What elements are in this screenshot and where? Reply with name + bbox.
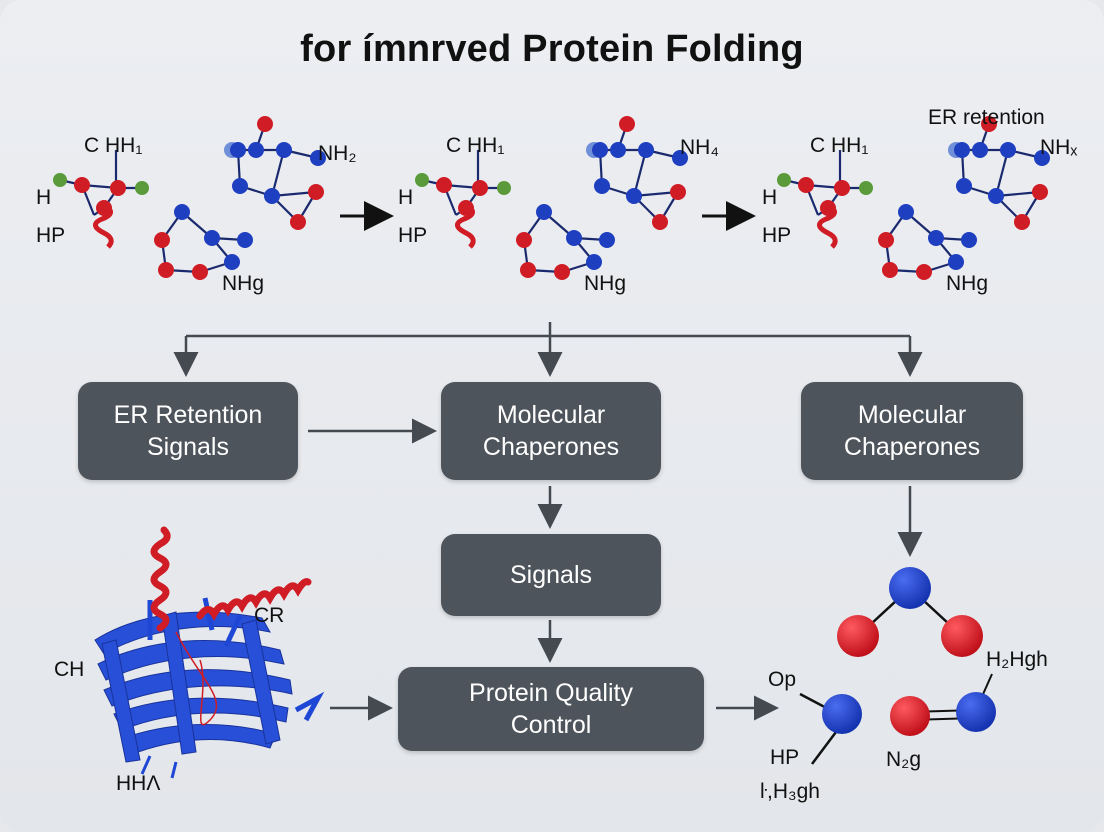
molecule-1-bottom-label: NHg (222, 272, 265, 295)
molecule-2-hp-label: HP (398, 224, 428, 247)
protein-structure-illustration (94, 526, 325, 779)
er-retention-annotation: ER retention (928, 106, 1045, 129)
n2g-label: N₂g (886, 748, 921, 771)
protein-hha-label: HHΛ (116, 772, 161, 795)
protein-ch-label: CH (54, 658, 85, 681)
molecular-chaperones-center-box: Molecular Chaperones (441, 382, 661, 480)
molecule-2-bottom-label: NHg (584, 272, 627, 295)
op-label: Op (768, 668, 797, 691)
diagram-title: for ímnrved Protein Folding (300, 28, 804, 70)
protein-quality-control-box: Protein Quality Control (398, 667, 704, 751)
molecule-1-h-label: H (36, 186, 52, 209)
molecule-group-1 (53, 116, 326, 280)
hp-label: HP (770, 746, 800, 769)
molecule-3-nh-label: NHₓ (1040, 136, 1078, 159)
molecule-3-h-label: H (762, 186, 778, 209)
protein-cr-label: CR (254, 604, 285, 627)
signals-box: Signals (441, 534, 661, 616)
molecule-3-top-label: C HH₁ (810, 134, 869, 157)
molecule-1-nh-label: NH₂ (318, 142, 357, 165)
triatomic-molecule-illustration (837, 567, 983, 657)
molecule-group-2 (415, 116, 688, 280)
molecule-3-bottom-label: NHg (946, 272, 989, 295)
molecule-1-hp-label: HP (36, 224, 66, 247)
h3gh-label: ŀ,H₃gh (760, 780, 820, 803)
molecule-group-3 (777, 116, 1050, 280)
distribution-connector (173, 322, 923, 377)
er-retention-signals-box: ER Retention Signals (78, 382, 298, 480)
molecule-1-top-label: C HH₁ (84, 134, 143, 157)
molecule-3-hp-label: HP (762, 224, 792, 247)
molecule-2-nh-label: NH₄ (680, 136, 719, 159)
small-molecule-illustrations (799, 673, 996, 765)
molecule-2-h-label: H (398, 186, 414, 209)
molecular-chaperones-right-box: Molecular Chaperones (801, 382, 1023, 480)
h2hgh-label: H₂Hgh (986, 648, 1048, 671)
molecule-2-top-label: C HH₁ (446, 134, 505, 157)
